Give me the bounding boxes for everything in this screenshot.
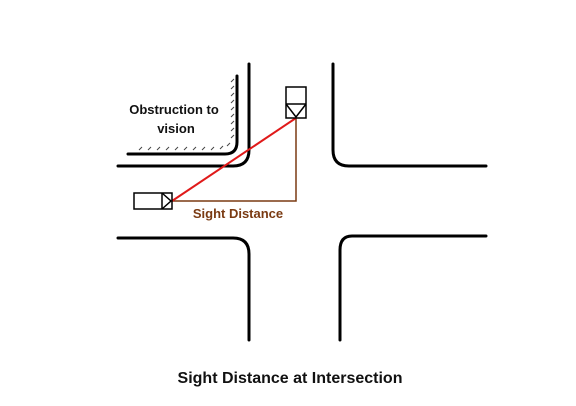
curb-top-right xyxy=(331,62,488,168)
obstruction-block: Obstruction to vision xyxy=(126,74,239,156)
curb-bottom-left xyxy=(116,236,251,342)
obstruction-hatch xyxy=(138,78,235,151)
sight-distance-line xyxy=(172,118,297,202)
obstruction-label-line1: Obstruction to xyxy=(129,102,219,117)
road-edges xyxy=(116,62,488,342)
car-facing-down-icon xyxy=(285,86,307,119)
sight-distance-label: Sight Distance xyxy=(193,206,283,221)
car-facing-right-icon xyxy=(133,192,173,210)
diagram-caption: Sight Distance at Intersection xyxy=(178,370,403,387)
obstruction-label-line2: vision xyxy=(157,121,195,136)
sight-line xyxy=(171,117,297,202)
obstruction-outline xyxy=(126,74,239,156)
curb-bottom-right xyxy=(338,234,488,342)
